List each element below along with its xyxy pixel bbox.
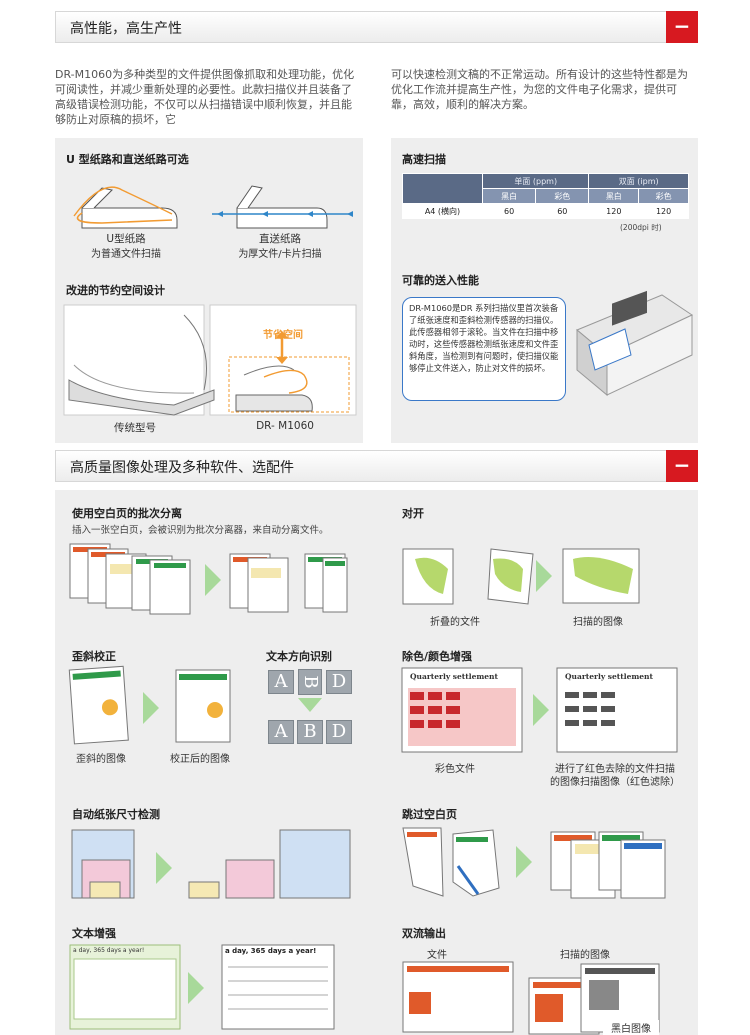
letter-b: B (298, 669, 322, 695)
arrow-right-icon (143, 692, 159, 724)
text-doc-head: a day, 365 days a year! (225, 947, 317, 955)
dropout-illustration (401, 667, 678, 753)
autosize-title: 自动纸张尺寸检测 (72, 808, 160, 821)
speed-value: 120 (638, 203, 689, 219)
speed-value: 120 (588, 203, 640, 219)
arrow-right-icon (156, 852, 172, 884)
deskew-label-a: 歪斜的图像 (76, 754, 126, 765)
letter-b: B (297, 720, 323, 744)
dual-label-a: 文件 (427, 950, 447, 961)
bw-header: 黑白 (481, 188, 537, 204)
dual-label-b: 扫描的图像 (560, 950, 610, 961)
section-header-image: 高质量图像处理及多种软件、选配件 − (55, 450, 698, 482)
skip-title: 跳过空白页 (402, 808, 457, 821)
speed-table: 单面 (ppm) 双面 (ipm) 黑白 彩色 黑白 彩色 A4 (横向) 60… (402, 173, 689, 219)
batch-desc: 插入一张空白页，会被识别为批次分离器，来自动分离文件。 (72, 525, 329, 536)
section-title: 高质量图像处理及多种软件、选配件 (70, 460, 294, 476)
dropout-label-b1: 进行了红色去除的文件扫描 (555, 764, 675, 775)
speed-footnote: (200dpi 时) (620, 223, 662, 232)
color-header: 彩色 (535, 188, 590, 204)
scanner-illustration (576, 290, 694, 397)
feed-description: DR-M1060是DR 系列扫描仪里首次装备了纸张速度和歪斜检测传感器的扫描仪。… (402, 297, 566, 401)
deskew-title: 歪斜校正 (72, 650, 116, 663)
arrow-right-icon (516, 846, 532, 878)
duplex-header: 双面 (ipm) (588, 173, 689, 189)
text-doc-head: a day, 365 days a year! (73, 947, 145, 954)
dropout-label-b2: 的图像扫描图像（红色滤除） (550, 777, 680, 788)
u-path-desc: 为普通文件扫描 (91, 249, 161, 260)
u-path-label: U型纸路 (106, 233, 146, 245)
dual-title: 双流输出 (402, 927, 446, 940)
arrow-right-icon (536, 560, 552, 592)
autosize-illustration (71, 829, 351, 899)
text-enhance-title: 文本增强 (72, 927, 116, 940)
space-saving-label: 节省空间 (263, 330, 303, 341)
text-enhance-illustration (69, 944, 335, 1030)
collapse-toggle-button[interactable]: − (666, 450, 698, 482)
arrow-down-icon (298, 698, 322, 712)
dual-label-c: 黑白图像 (603, 1020, 659, 1035)
batch-title: 使用空白页的批次分离 (72, 507, 182, 520)
color-header: 彩色 (638, 188, 689, 204)
space-comparison-illustration (63, 304, 357, 416)
fold-label-b: 扫描的图像 (573, 617, 623, 628)
row-label: A4 (横向) (402, 203, 483, 219)
speed-value: 60 (535, 203, 590, 219)
paper-path-illustration (73, 185, 353, 229)
arrow-right-icon (205, 564, 221, 596)
collapse-toggle-button[interactable]: − (666, 11, 698, 43)
orientation-title: 文本方向识别 (266, 650, 332, 663)
feed-title: 可靠的送入性能 (402, 274, 479, 287)
intro-text-right: 可以快速检测文稿的不正常运动。所有设计的这些特性都是为优化工作流并提高生产性，为… (391, 68, 688, 111)
space-saving-title: 改进的节约空间设计 (66, 284, 165, 297)
paper-path-title: U 型纸路和直送纸路可选 (66, 153, 189, 166)
dropout-label-a: 彩色文件 (435, 764, 475, 775)
arrow-right-icon (533, 694, 549, 726)
dropout-doc-title: Quarterly settlement (565, 672, 653, 681)
straight-path-desc: 为厚文件/卡片扫描 (238, 249, 322, 260)
dropout-doc-title: Quarterly settlement (410, 672, 498, 681)
straight-path-label: 直送纸路 (259, 233, 301, 245)
deskew-label-b: 校正后的图像 (170, 754, 230, 765)
bw-header: 黑白 (588, 188, 640, 204)
section-header-performance: 高性能，高生产性 − (55, 11, 698, 43)
deskew-illustration (68, 665, 231, 745)
intro-text-left: DR-M1060为多种类型的文件提供图像抓取和处理功能，优化可阅读性，并减少重新… (55, 68, 355, 126)
new-model-label: DR- M1060 (256, 420, 314, 432)
letter-d: D (326, 720, 352, 744)
letter-a: A (268, 720, 294, 744)
fold-illustration (402, 548, 640, 605)
section-title: 高性能，高生产性 (70, 21, 182, 37)
dropout-title: 除色/颜色增强 (402, 650, 473, 663)
batch-illustration (69, 543, 348, 615)
speed-value: 60 (481, 203, 537, 219)
speed-title: 高速扫描 (402, 153, 446, 166)
old-model-label: 传统型号 (114, 422, 156, 434)
letter-a: A (268, 670, 294, 694)
fold-title: 对开 (402, 507, 424, 520)
arrow-right-icon (188, 972, 204, 1004)
skip-blank-illustration (402, 827, 666, 899)
simplex-header: 单面 (ppm) (481, 173, 590, 189)
fold-label-a: 折叠的文件 (430, 617, 480, 628)
letter-d: D (326, 670, 352, 694)
